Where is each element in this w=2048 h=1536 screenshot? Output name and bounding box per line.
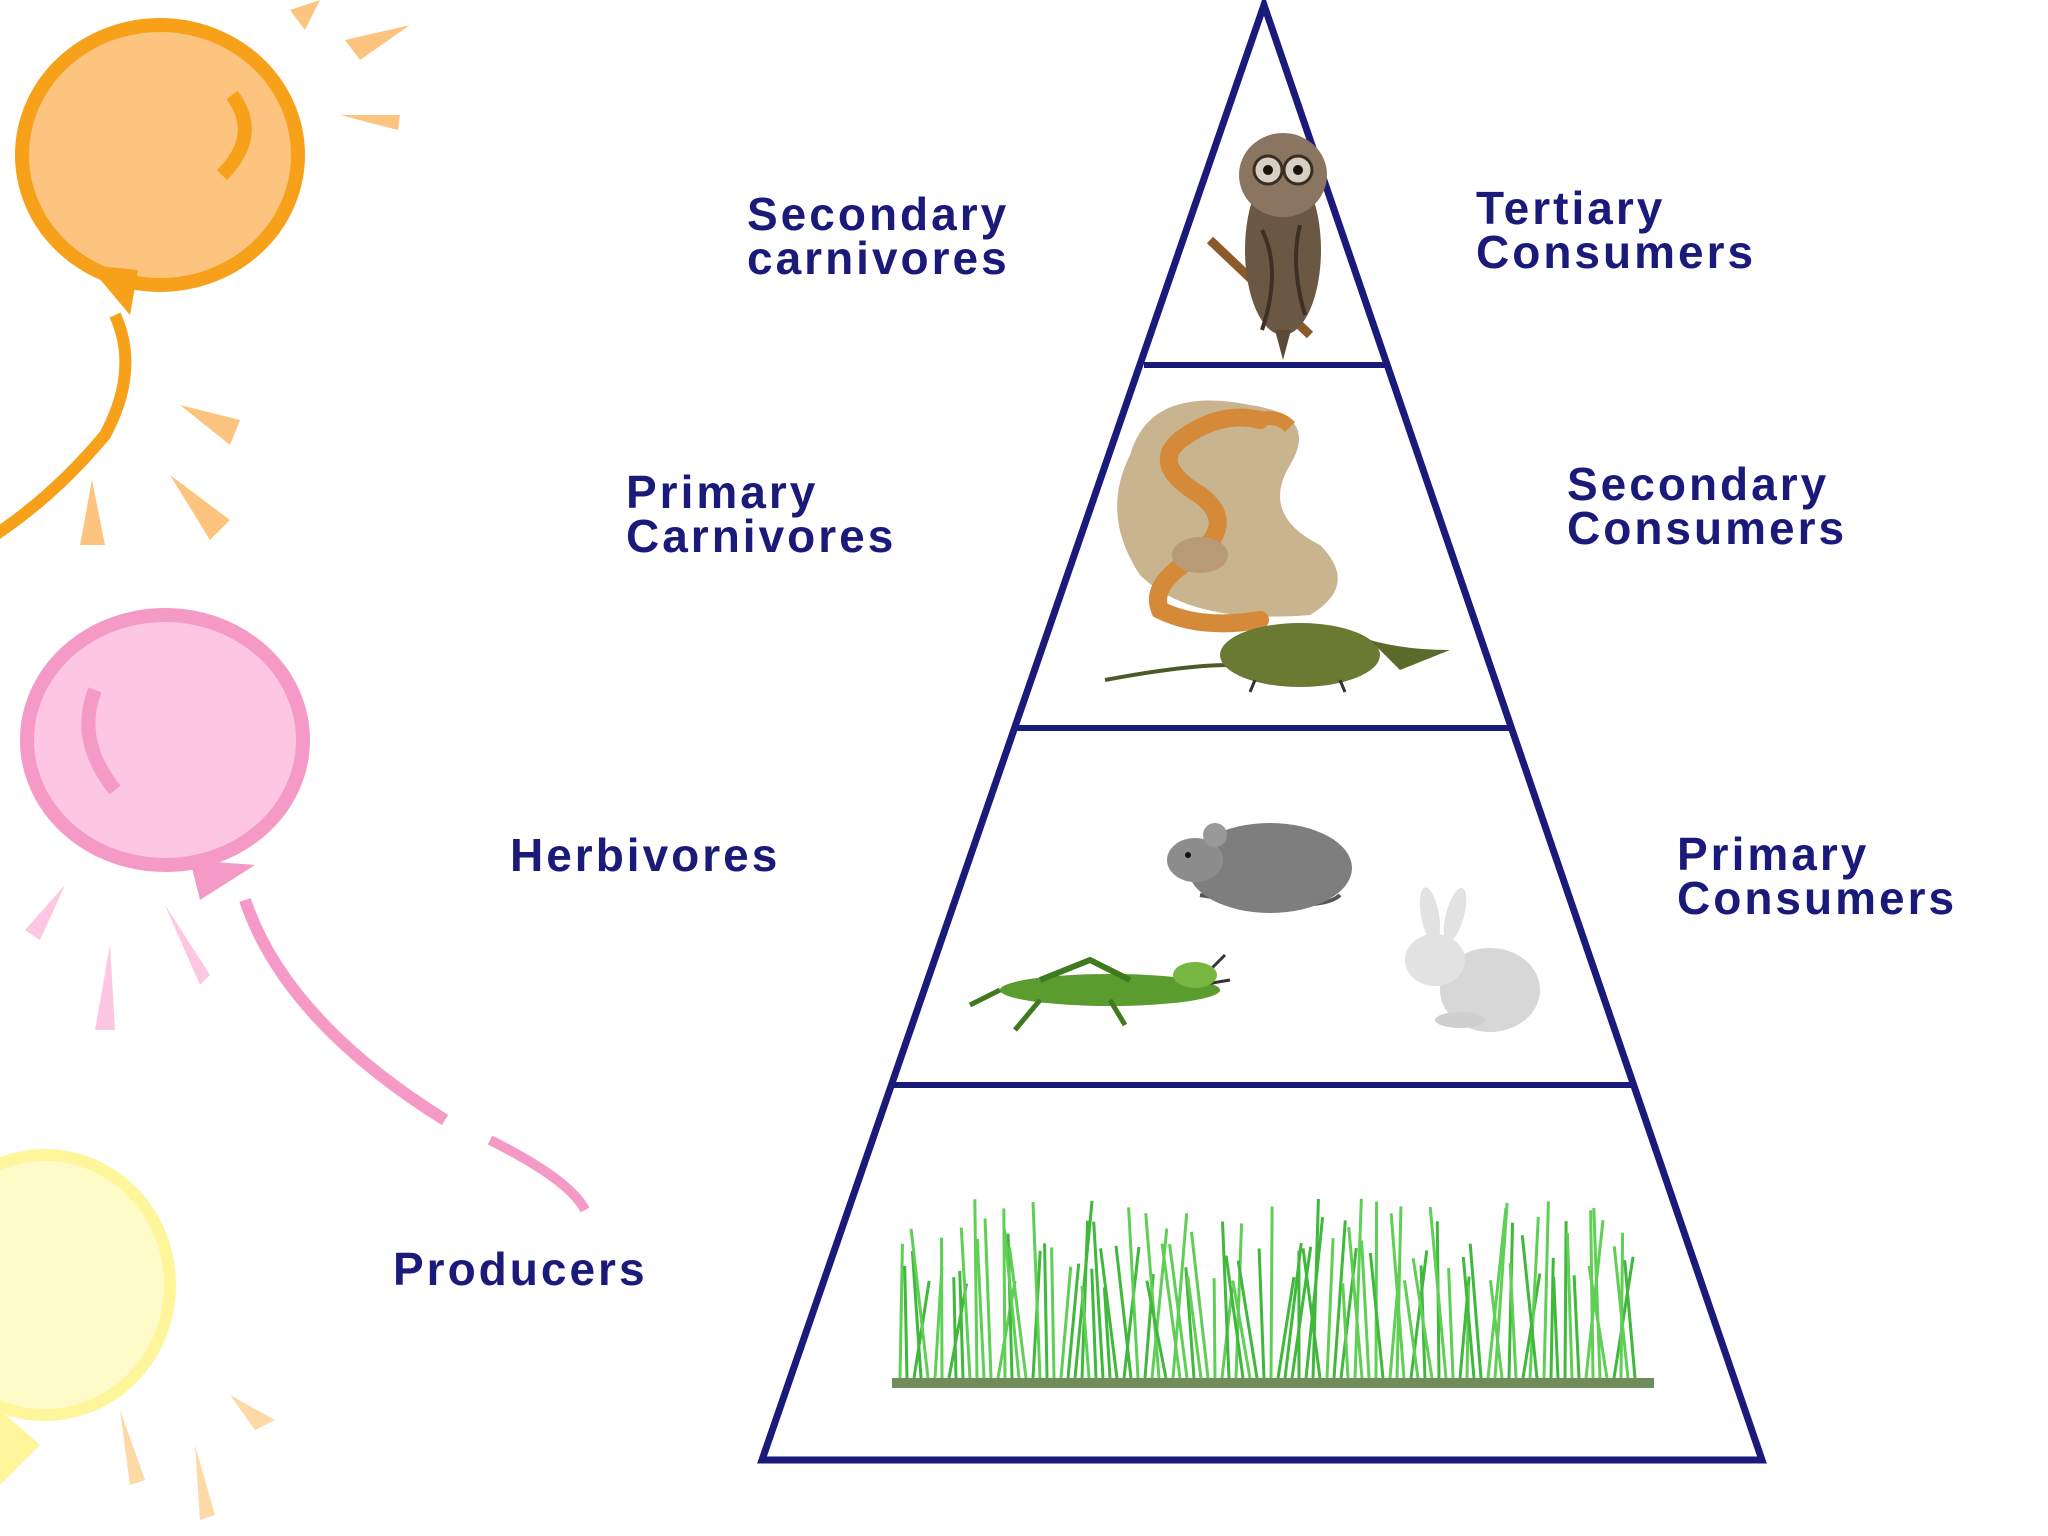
label-primary-carnivores: Primary Carnivores — [626, 470, 896, 558]
shrew-icon — [1105, 623, 1450, 692]
yellow-balloon-icon — [0, 1155, 275, 1520]
label-secondary-consumers: Secondary Consumers — [1567, 462, 1847, 550]
grass-icon — [892, 1199, 1654, 1388]
label-secondary-carnivores: Secondary carnivores — [747, 192, 1010, 280]
mouse-icon — [1167, 823, 1352, 913]
pink-balloon-icon — [25, 615, 585, 1210]
grasshopper-icon — [970, 955, 1230, 1030]
rabbit-icon — [1405, 886, 1540, 1032]
label-producers: Producers — [393, 1247, 648, 1291]
owl-icon — [1210, 133, 1327, 360]
snake-icon — [1117, 401, 1338, 624]
label-primary-consumers: Primary Consumers — [1677, 832, 1957, 920]
label-herbivores: Herbivores — [510, 833, 780, 877]
orange-balloon-icon — [0, 0, 410, 545]
label-tertiary-consumers: Tertiary Consumers — [1476, 186, 1756, 274]
